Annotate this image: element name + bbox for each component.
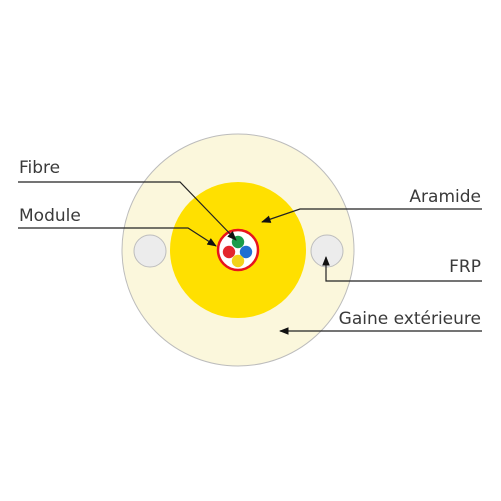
fibre-leader — [18, 181, 237, 241]
module-leader — [18, 227, 217, 247]
frp-label: FRP — [449, 257, 481, 277]
module-label: Module — [19, 206, 81, 226]
frp-right — [311, 235, 343, 267]
fiber-yellow — [231, 254, 245, 268]
outer-sheath-outline — [121, 133, 355, 367]
frp-right-outline — [310, 234, 344, 268]
fibre-label: Fibre — [19, 158, 60, 178]
aramide-leader — [261, 208, 482, 223]
frp-leader — [322, 256, 482, 282]
frp-left-outline — [133, 234, 167, 268]
fiber-red — [222, 245, 236, 259]
module-tube-ring — [216, 228, 260, 272]
aramide-label: Aramide — [409, 187, 481, 207]
fiber-blue — [239, 245, 253, 259]
frp-left — [134, 235, 166, 267]
gaine-label: Gaine extérieure — [339, 309, 481, 329]
